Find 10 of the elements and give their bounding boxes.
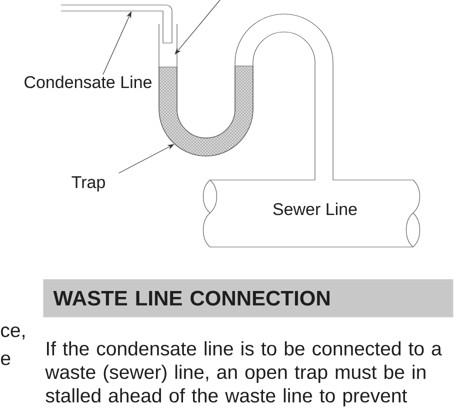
callout-label: Condensate Line [24, 76, 152, 88]
pipe: Sewer Line [202, 180, 420, 248]
u-trap [158, 66, 254, 156]
u-trap [158, 14, 334, 180]
section-heading: WASTE LINE CONNECTION [43, 279, 454, 318]
text-fragment: e [1, 354, 10, 366]
pipe [60, 4, 172, 44]
text-fragment: ce, [1, 326, 24, 340]
paragraph: If the condensate line is to be connected to a waste (sewer) line, an open trap must be in stalled ahead of the waste line to prevent [45, 341, 442, 406]
callout-label: Trap [72, 176, 105, 192]
